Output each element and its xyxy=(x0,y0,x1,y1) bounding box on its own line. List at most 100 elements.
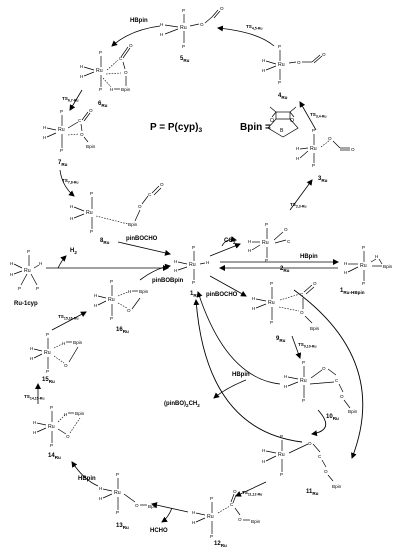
label-complex-7: 7Ru xyxy=(58,160,68,167)
reagent-pinbocho-mid: pinBOCHO xyxy=(206,292,238,298)
svg-text:P: P xyxy=(46,369,49,374)
svg-text:H: H xyxy=(296,156,299,161)
svg-text:Ru: Ru xyxy=(278,452,285,458)
svg-text:Ru: Ru xyxy=(108,297,115,303)
svg-text:P: P xyxy=(265,258,268,263)
ts-15-16: TS15,16-Ru xyxy=(58,314,78,321)
svg-text:P: P xyxy=(302,360,305,365)
complex-6: Ru P P H H C O O H Bpin 6Ru xyxy=(80,43,133,108)
svg-text:P: P xyxy=(18,286,21,291)
product-pinbo2ch2: (pinBO)2CH2 xyxy=(164,401,200,408)
svg-text:H: H xyxy=(70,204,73,209)
svg-text:O: O xyxy=(313,281,317,286)
ts-4-5: TS4,5-Ru xyxy=(246,24,263,31)
svg-text:H: H xyxy=(94,293,97,298)
svg-text:Bpin: Bpin xyxy=(86,144,96,149)
svg-text:Ru: Ru xyxy=(207,514,214,520)
svg-text:O: O xyxy=(324,469,328,474)
svg-text:Bpin: Bpin xyxy=(73,340,83,345)
svg-text:P: P xyxy=(90,191,93,196)
svg-text:P: P xyxy=(116,510,119,515)
svg-text:Bpin: Bpin xyxy=(139,289,149,294)
svg-text:C: C xyxy=(148,192,152,197)
svg-text:O: O xyxy=(233,489,237,494)
pinacolborane-structure: B O O xyxy=(267,106,299,138)
svg-text:O: O xyxy=(64,363,68,368)
svg-text:P: P xyxy=(110,279,113,284)
label-complex-8: 8Ru xyxy=(100,238,110,245)
svg-text:Ru: Ru xyxy=(278,62,285,68)
complex-12: Ru P P H H C O O Bpin 12Ru xyxy=(192,489,261,548)
svg-text:P: P xyxy=(210,496,213,501)
svg-text:P: P xyxy=(302,398,305,403)
ts-9-10: TS9,10-Ru xyxy=(298,342,317,349)
svg-text:H: H xyxy=(206,260,209,265)
complex-16: Ru P P H H H Bpin O 16Ru xyxy=(94,279,149,334)
svg-text:H: H xyxy=(39,261,42,266)
svg-text:P: P xyxy=(362,245,365,250)
svg-text:P: P xyxy=(278,44,281,49)
svg-text:Ru: Ru xyxy=(44,350,51,356)
svg-text:P: P xyxy=(90,229,93,234)
svg-text:H: H xyxy=(296,146,299,151)
svg-text:Bpin: Bpin xyxy=(251,519,261,524)
reagent-co2: CO2 xyxy=(224,238,236,245)
svg-text:H: H xyxy=(33,430,36,435)
svg-text:H: H xyxy=(160,32,163,37)
legend-bpin-label: Bpin = xyxy=(240,122,271,133)
legend-p-definition: P = P(cyp)3 xyxy=(150,122,202,134)
svg-text:Ru: Ru xyxy=(310,146,317,152)
svg-text:O: O xyxy=(322,366,326,371)
svg-text:H: H xyxy=(262,58,265,63)
svg-text:Ru: Ru xyxy=(268,300,275,306)
svg-text:P: P xyxy=(265,222,268,227)
svg-text:H: H xyxy=(252,296,255,301)
svg-text:Ru: Ru xyxy=(114,490,121,496)
svg-text:O: O xyxy=(290,118,294,124)
svg-text:P: P xyxy=(362,281,365,286)
complex-7: Ru P P H H C O O Bpin 7Ru xyxy=(43,108,96,167)
svg-text:Ru: Ru xyxy=(360,263,367,269)
complex-14: Ru P P H H H Bpin O 14Ru xyxy=(33,405,85,460)
ts-3-4: TS3,4-Ru xyxy=(310,112,327,119)
svg-text:H: H xyxy=(174,268,177,273)
svg-text:C: C xyxy=(287,239,291,244)
label-complex-1-ru-hbpin: 1Ru-HBpin xyxy=(340,288,365,295)
svg-text:P: P xyxy=(50,443,53,448)
svg-text:P: P xyxy=(99,87,102,92)
svg-text:O: O xyxy=(300,310,304,315)
svg-text:Bpin: Bpin xyxy=(348,409,358,414)
complex-1: Ru P P H H H 1Ru xyxy=(174,245,209,298)
complex-13: Ru P P H H O Bpin 13Ru xyxy=(99,472,158,530)
label-ru-1cyp: Ru-1cyp xyxy=(14,301,38,307)
svg-text:H: H xyxy=(128,289,131,294)
complex-2: Ru P P H H O C 2Ru xyxy=(248,222,291,273)
complex-4: Ru P P H H O O 4Ru xyxy=(262,44,326,100)
svg-text:H: H xyxy=(160,22,163,27)
svg-text:H: H xyxy=(10,261,13,266)
svg-text:O: O xyxy=(328,136,332,141)
svg-text:Bpin: Bpin xyxy=(121,87,131,92)
label-complex-16: 16Ru xyxy=(116,327,129,334)
svg-text:H: H xyxy=(192,510,195,515)
complex-11: Ru P P H H O C O Bpin 11Ru xyxy=(262,434,342,496)
svg-text:O: O xyxy=(127,308,131,313)
svg-text:P: P xyxy=(270,281,273,286)
svg-text:P: P xyxy=(50,405,53,410)
reagent-hbpin-top: HBpin xyxy=(130,18,148,24)
svg-text:H: H xyxy=(344,270,347,275)
label-complex-9: 9Ru xyxy=(276,336,286,343)
svg-text:H: H xyxy=(99,496,102,501)
svg-text:O: O xyxy=(340,394,344,399)
svg-text:H: H xyxy=(375,254,378,259)
complex-10: Ru P P H H O C O Bpin 10Ru xyxy=(284,360,358,421)
svg-text:H: H xyxy=(33,420,36,425)
ts-2-3: TS2,3-Ru xyxy=(290,202,307,209)
svg-text:P: P xyxy=(182,44,185,49)
svg-text:Ru: Ru xyxy=(96,68,103,74)
svg-text:H: H xyxy=(344,261,347,266)
svg-text:C: C xyxy=(78,118,82,123)
svg-text:P: P xyxy=(182,8,185,13)
svg-text:Ru: Ru xyxy=(24,268,31,274)
